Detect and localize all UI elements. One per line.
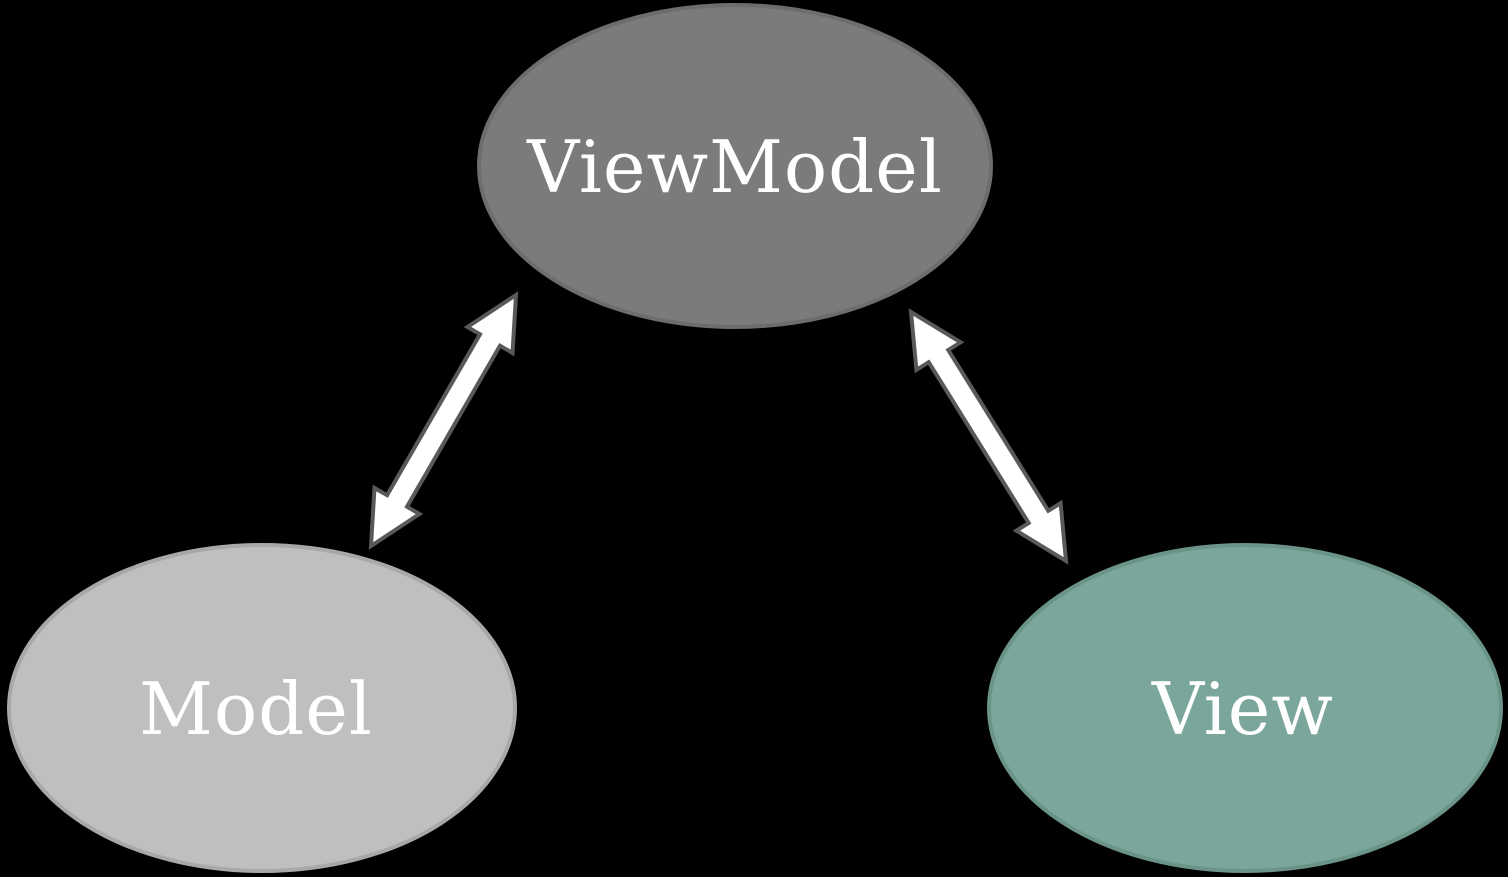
connector-viewmodel-model-double-arrow <box>368 291 519 550</box>
viewmodel-ellipse <box>477 3 993 329</box>
connector-viewmodel-view-double-arrow <box>908 308 1069 565</box>
viewmodel-label: ViewModel <box>526 125 943 209</box>
node-view: View <box>987 543 1503 873</box>
model-label: Model <box>139 667 373 751</box>
model-ellipse <box>7 543 517 873</box>
node-viewmodel: ViewModel <box>477 3 993 329</box>
view-ellipse <box>987 543 1503 873</box>
node-model: Model <box>7 543 517 873</box>
view-label: View <box>1151 667 1334 751</box>
